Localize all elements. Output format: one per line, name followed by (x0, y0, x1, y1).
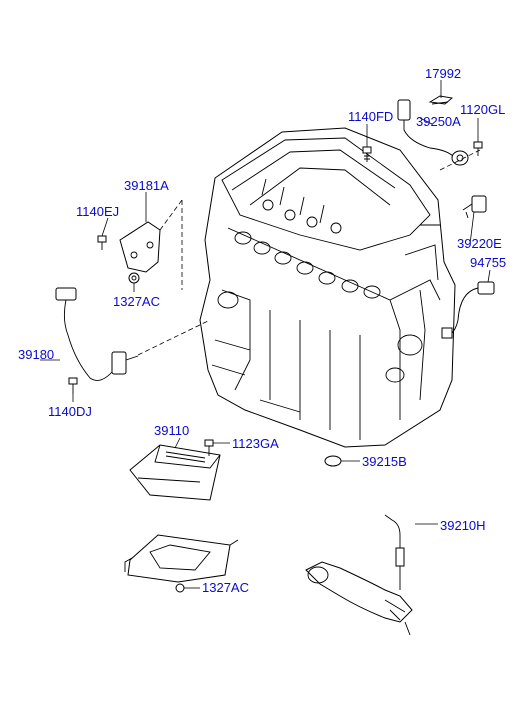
ecu-bracket (124, 534, 239, 583)
label-94755: 94755 (470, 255, 507, 270)
leader-lines (40, 80, 491, 589)
label-1140dj: 1140DJ (48, 404, 92, 419)
dashed-leaders (137, 149, 481, 356)
clip-17992 (428, 95, 454, 105)
label-39210h: 39210H (440, 518, 486, 533)
label-39250a: 39250A (416, 114, 461, 129)
sensor-94755 (441, 281, 495, 339)
bracket-39181a (119, 221, 161, 273)
bolt-1140ej (97, 235, 107, 250)
label-1327ac-bottom: 1327AC (202, 580, 249, 595)
engine-block (199, 127, 456, 448)
label-39181a: 39181A (124, 178, 169, 193)
nut-1327ac-bottom (175, 583, 185, 593)
sensor-39220e (462, 195, 487, 219)
bolt-1140dj (68, 377, 78, 394)
label-1140fd: 1140FD (348, 109, 394, 124)
nut-1327ac-top (128, 272, 140, 284)
label-1327ac-top: 1327AC (113, 294, 160, 309)
label-39220e: 39220E (457, 236, 502, 251)
label-39110: 39110 (154, 423, 190, 438)
label-17992: 17992 (425, 66, 462, 81)
label-1123ga: 1123GA (232, 436, 279, 451)
exhaust-pipe (305, 561, 413, 636)
knock-sensor-39250a (397, 99, 469, 166)
sensor-39180 (55, 287, 139, 381)
label-1120gl: 1120GL (460, 102, 506, 117)
oxygen-sensor-39210h (384, 514, 405, 590)
plug-39215b (324, 455, 342, 467)
label-39215b: 39215B (362, 454, 407, 469)
bolt-1120gl (473, 141, 483, 156)
ecu-39110 (129, 444, 221, 501)
label-39180: 39180 (18, 347, 55, 362)
label-1140ej: 1140EJ (76, 204, 120, 219)
